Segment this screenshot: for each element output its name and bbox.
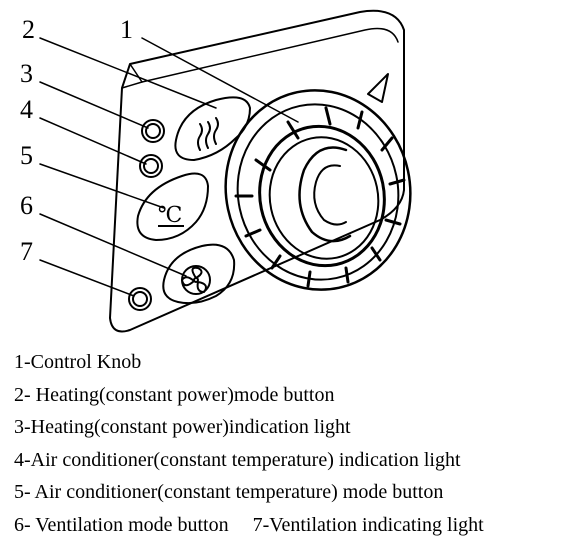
callout-number-7: 7	[20, 237, 33, 266]
ventilation-indication-light	[128, 287, 152, 311]
knob-tick-marks	[234, 106, 406, 288]
control-panel-diagram: ℃ 1 2 3 4 5 6 7	[20, 9, 429, 333]
air-conditioner-mode-button[interactable]	[136, 172, 209, 241]
callout-number-4: 4	[20, 95, 33, 124]
callout-number-1: 1	[120, 15, 133, 44]
control-knob-inner	[258, 124, 386, 268]
legend-item-2: 2- Heating(constant power)mode button	[14, 383, 335, 406]
heating-indication-light	[141, 119, 165, 143]
control-knob-bezel	[236, 103, 400, 281]
direction-triangle-icon	[367, 73, 389, 103]
legend-item-6: 6- Ventilation mode button	[14, 513, 229, 536]
legend-row-6-7: 6- Ventilation mode button 7-Ventilation …	[14, 509, 584, 542]
air-conditioner-indication-light	[139, 154, 163, 178]
callout-number-6: 6	[20, 191, 33, 220]
legend: 1-Control Knob 2- Heating(constant power…	[14, 346, 584, 541]
legend-item-4: 4-Air conditioner(constant temperature) …	[14, 448, 461, 471]
control-knob-cap	[268, 136, 380, 260]
panel-top-edge	[129, 27, 399, 83]
legend-item-7: 7-Ventilation indicating light	[252, 513, 484, 536]
control-knob[interactable]	[207, 73, 429, 307]
knob-c-indent	[298, 146, 352, 243]
panel-side-edge	[121, 81, 143, 89]
legend-item-1: 1-Control Knob	[14, 351, 142, 373]
callout-number-2: 2	[22, 15, 35, 44]
heating-mode-button[interactable]	[174, 96, 251, 161]
ventilation-mode-button[interactable]	[162, 243, 236, 305]
callout-number-3: 3	[20, 59, 33, 88]
leader-lines	[39, 37, 299, 297]
legend-item-3: 3-Heating(constant power)indication ligh…	[14, 416, 351, 438]
degree-celsius-icon: ℃	[158, 202, 183, 227]
legend-item-5: 5- Air conditioner(constant temperature)…	[14, 481, 444, 503]
fan-icon	[181, 265, 211, 295]
callout-number-5: 5	[20, 141, 33, 170]
heat-waves-icon	[197, 117, 219, 151]
